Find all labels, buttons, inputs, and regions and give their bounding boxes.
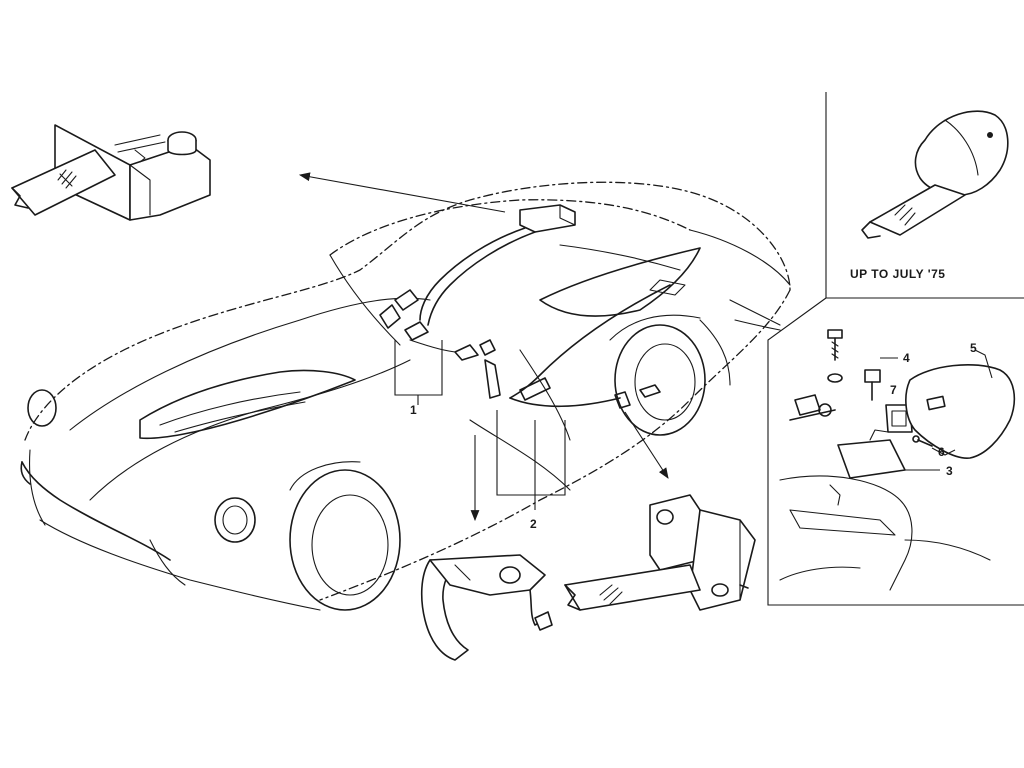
callout-1: 1 [410,403,417,417]
retractor-detail [564,494,756,611]
inset-early-anchor [861,110,1009,239]
callout-3: 3 [946,464,953,478]
inset-later-assembly [779,329,1016,591]
inset-leaders [880,349,993,471]
roof-anchor-detail [11,124,211,221]
buckle-detail [420,554,553,661]
callout-5: 5 [970,341,977,355]
inset-caption: UP TO JULY '75 [850,267,945,281]
callout-2: 2 [530,517,537,531]
callout-7: 7 [890,383,897,397]
callout-4: 4 [903,351,910,365]
inset-frames [767,92,1024,606]
car-body-outline [20,181,791,611]
callout-6: 6 [938,445,945,459]
seat-belt-installed [379,204,686,510]
arrow-to-retractor [624,411,669,479]
arrow-to-roof-anchor [298,172,506,213]
